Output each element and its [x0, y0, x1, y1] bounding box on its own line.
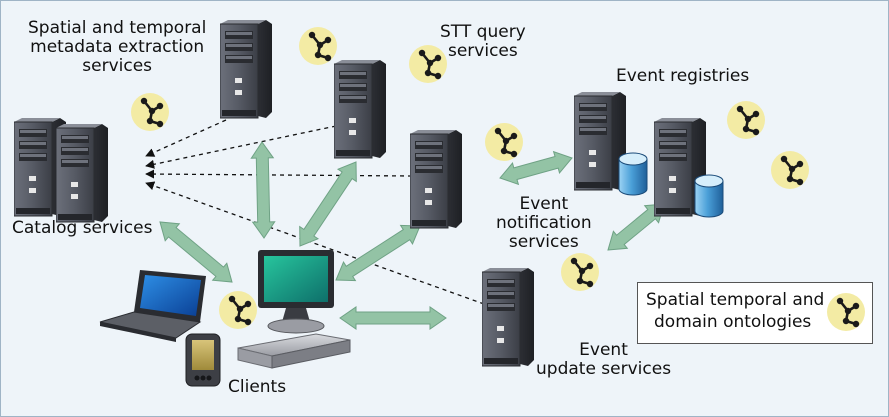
- link-notification-to-catalog: [145, 169, 413, 179]
- database-cylinder-icon: [618, 152, 648, 196]
- database-cylinder-icon: [694, 174, 724, 218]
- arrow-notification-monitor: [335, 224, 421, 282]
- metadata-services-label: Spatial and temporal metadata extraction…: [28, 19, 206, 76]
- arrow-stt-monitor: [299, 161, 357, 247]
- data-flow-arrows: [159, 141, 665, 330]
- event-update-label-line: Event: [579, 340, 628, 360]
- ontology-icon: [560, 252, 600, 292]
- server-tower-icon: [334, 60, 386, 159]
- laptop-icon: [99, 270, 206, 342]
- server-tower-icon: [410, 130, 462, 229]
- metadata-services-label-line: Spatial and temporal: [28, 18, 207, 38]
- link-metadata-to-catalog: [145, 119, 227, 157]
- server-tower-icon: [56, 124, 108, 223]
- event-update-services-label: Event update services: [536, 341, 671, 379]
- link-update-to-catalog: [145, 181, 485, 305]
- ontology-icon: [130, 92, 170, 132]
- event-registries-label: Event registries: [616, 66, 750, 86]
- ontology-icon: [218, 290, 258, 330]
- ontology-icon: [298, 26, 338, 66]
- ontology-icon: [770, 150, 810, 190]
- stt-query-label-line: STT query: [440, 22, 526, 42]
- event-update-label-line: update services: [536, 359, 672, 379]
- server-tower-icon: [574, 92, 626, 191]
- catalog-services-label: Catalog services: [12, 218, 153, 238]
- server-tower-icon: [220, 20, 272, 119]
- legend-text: Spatial temporal and domain ontologies: [646, 289, 824, 333]
- arrow-notification-registries: [499, 150, 573, 186]
- pda-icon: [185, 333, 221, 387]
- event-notification-label-line: notification: [496, 213, 592, 233]
- ontology-icon: [484, 122, 524, 162]
- server-tower-icon: [482, 268, 534, 367]
- arrow-metadata-monitor: [250, 141, 276, 239]
- stt-query-label-line: services: [447, 41, 518, 61]
- event-notification-label-line: services: [508, 232, 579, 252]
- metadata-services-label-line: metadata extraction: [30, 37, 205, 57]
- event-notification-services-label: Event notification services: [496, 195, 592, 252]
- legend-line: Spatial temporal and: [646, 290, 825, 310]
- event-notification-label-line: Event: [519, 194, 569, 214]
- ontology-icon: [826, 292, 866, 332]
- desktop-monitor-icon: [258, 250, 334, 334]
- link-stt-to-catalog: [145, 125, 337, 169]
- arrow-monitor-update: [339, 306, 447, 330]
- legend-line: domain ontologies: [654, 312, 812, 332]
- stt-query-services-label: STT query services: [440, 23, 526, 61]
- ontology-icon: [726, 100, 766, 140]
- catalog-links: [145, 119, 485, 305]
- arrow-catalog-clients: [159, 221, 233, 283]
- legend: Spatial temporal and domain ontologies: [637, 282, 873, 344]
- metadata-services-label-line: services: [82, 56, 153, 76]
- network-appliance-icon: [237, 333, 351, 369]
- clients-label: Clients: [228, 377, 287, 397]
